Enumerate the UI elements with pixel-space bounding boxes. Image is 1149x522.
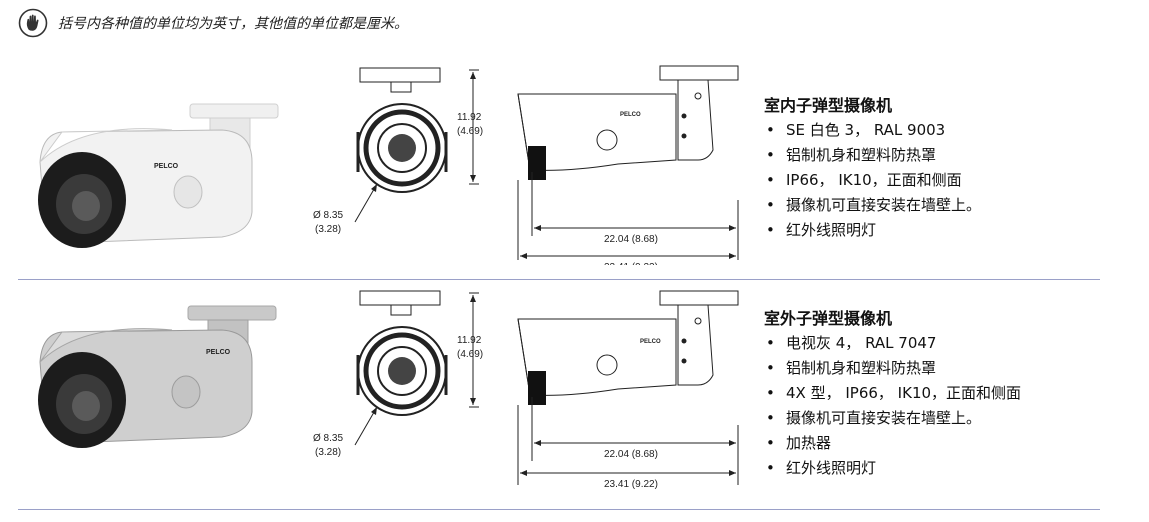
svg-text:11.92: 11.92 bbox=[457, 335, 482, 346]
outdoor-spec-block: 室外子弹型摄像机 •电视灰 4， RAL 7047 •铝制机身和塑料防热罩 •4… bbox=[764, 307, 1104, 481]
svg-text:Ø 8.35: Ø 8.35 bbox=[313, 433, 343, 444]
pelco-logo: PELCO bbox=[154, 163, 179, 170]
list-item: •SE 白色 3， RAL 9003 bbox=[766, 121, 946, 139]
svg-text:11.92: 11.92 bbox=[457, 112, 482, 123]
hand-stop-icon bbox=[18, 8, 48, 38]
list-item: •4X 型， IP66， IK10，正面和侧面 bbox=[766, 384, 1022, 402]
svg-text:22.04 (8.68): 22.04 (8.68) bbox=[604, 449, 658, 460]
svg-text:23.41 (9.22): 23.41 (9.22) bbox=[604, 262, 658, 265]
section-divider bbox=[18, 509, 1100, 510]
list-item: •IP66， IK10，正面和侧面 bbox=[766, 171, 962, 189]
indoor-camera-section: PELCO 11.92 (4.69) Ø 8.35 (3.28) PELCO bbox=[0, 42, 1149, 277]
outdoor-camera-photo: PELCO bbox=[38, 305, 277, 448]
svg-text:(4.69): (4.69) bbox=[457, 349, 483, 360]
svg-text:(4.69): (4.69) bbox=[457, 126, 483, 137]
list-item: •加热器 bbox=[766, 434, 832, 452]
unit-note-text: 括号内各种值的单位均为英寸，其他值的单位都是厘米。 bbox=[58, 16, 408, 32]
indoor-spec-block: 室内子弹型摄像机 •SE 白色 3， RAL 9003 •铝制机身和塑料防热罩 … bbox=[764, 94, 1104, 243]
list-item: •铝制机身和塑料防热罩 bbox=[766, 359, 937, 377]
outdoor-camera-section: PELCO 11.92 (4.69) Ø 8.35 (3.28) PELCO bbox=[0, 277, 1149, 512]
svg-text:23.41 (9.22): 23.41 (9.22) bbox=[604, 479, 658, 490]
front-view-drawing: 11.92 (4.69) Ø 8.35 (3.28) bbox=[313, 290, 483, 458]
svg-text:PELCO: PELCO bbox=[620, 112, 641, 118]
outdoor-feature-list: •电视灰 4， RAL 7047 •铝制机身和塑料防热罩 •4X 型， IP66… bbox=[764, 331, 1104, 481]
svg-text:Ø 8.35: Ø 8.35 bbox=[313, 210, 343, 221]
unit-note: 括号内各种值的单位均为英寸，其他值的单位都是厘米。 bbox=[18, 8, 408, 38]
svg-text:22.04 (8.68): 22.04 (8.68) bbox=[604, 234, 658, 245]
svg-text:PELCO: PELCO bbox=[206, 349, 231, 356]
list-item: •电视灰 4， RAL 7047 bbox=[766, 334, 937, 352]
svg-text:PELCO: PELCO bbox=[640, 339, 661, 345]
outdoor-spec-title: 室外子弹型摄像机 bbox=[764, 309, 893, 328]
side-view-drawing: PELCO 22.04 (8.68) 23.41 (9.22) bbox=[517, 65, 739, 265]
list-item: •红外线照明灯 bbox=[766, 459, 877, 477]
list-item: •铝制机身和塑料防热罩 bbox=[766, 146, 937, 164]
list-item: •摄像机可直接安装在墙壁上。 bbox=[766, 409, 982, 427]
indoor-spec-title: 室内子弹型摄像机 bbox=[764, 96, 893, 115]
side-view-drawing: PELCO 22.04 (8.68) 23.41 (9.22) bbox=[517, 290, 739, 490]
indoor-feature-list: •SE 白色 3， RAL 9003 •铝制机身和塑料防热罩 •IP66， IK… bbox=[764, 118, 1104, 243]
front-view-drawing: 11.92 (4.69) Ø 8.35 (3.28) bbox=[313, 67, 483, 235]
section-divider bbox=[18, 279, 1100, 280]
indoor-camera-photo: PELCO bbox=[38, 103, 279, 248]
svg-text:(3.28): (3.28) bbox=[315, 224, 341, 235]
svg-text:(3.28): (3.28) bbox=[315, 447, 341, 458]
list-item: •红外线照明灯 bbox=[766, 221, 877, 239]
list-item: •摄像机可直接安装在墙壁上。 bbox=[766, 196, 982, 214]
